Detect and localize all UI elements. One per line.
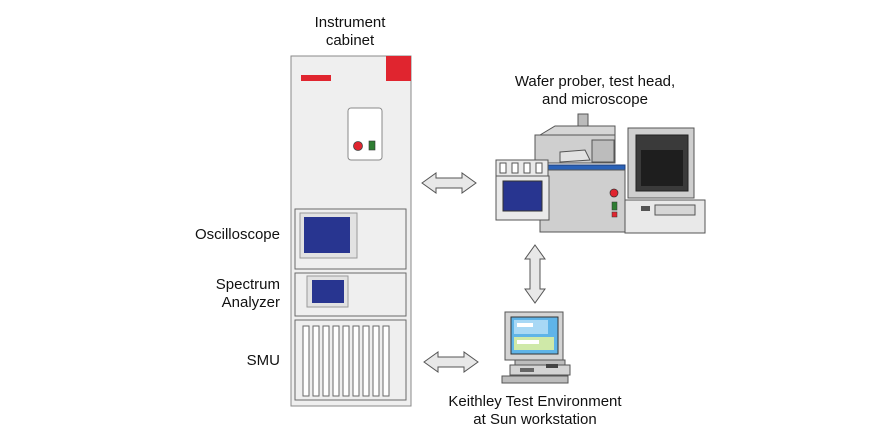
instrument-cabinet <box>290 55 412 407</box>
test-head-screen <box>502 180 543 212</box>
cabinet-workstation-arrow-icon <box>423 351 479 373</box>
spectrum-analyzer-unit <box>294 272 407 317</box>
oscilloscope-label: Oscilloscope <box>194 226 280 243</box>
prober-red-button-icon <box>609 188 619 198</box>
wafer-prober-assembly <box>495 113 706 234</box>
spectrum-screen <box>312 280 344 303</box>
keyboard-icon <box>501 375 569 384</box>
oscilloscope-screen <box>304 217 350 253</box>
workstation-line1: Keithley Test Environment <box>448 393 622 410</box>
cabinet-title: Instrument cabinet <box>290 14 410 50</box>
cabinet-prober-arrow-icon <box>421 172 477 194</box>
sun-workstation <box>501 311 571 384</box>
workstation-title: Keithley Test Environment at Sun worksta… <box>430 393 640 429</box>
cabinet-power-led-icon <box>353 141 363 151</box>
cabinet-title-line2: cabinet <box>325 32 375 49</box>
workstation-base <box>509 364 571 376</box>
wafer-title-line1: Wafer prober, test head, <box>514 73 676 90</box>
cabinet-red-corner <box>386 56 411 81</box>
smu-label: SMU <box>246 352 280 369</box>
cabinet-red-stripe <box>301 75 331 81</box>
oscilloscope-unit <box>294 208 407 270</box>
spectrum-analyzer-label: Spectrum Analyzer <box>170 276 280 312</box>
cabinet-switch-icon <box>368 140 376 151</box>
wafer-prober-title: Wafer prober, test head, and microscope <box>495 73 695 109</box>
smu-unit <box>294 319 407 401</box>
workstation-line2: at Sun workstation <box>473 411 597 428</box>
prober-body <box>539 169 626 233</box>
cabinet-title-line1: Instrument <box>314 14 386 31</box>
prober-workstation-arrow-icon <box>524 244 546 304</box>
spectrum-line2: Analyzer <box>221 294 280 311</box>
wafer-title-line2: and microscope <box>542 91 648 108</box>
cabinet-control-panel <box>347 107 383 161</box>
spectrum-line1: Spectrum <box>215 276 280 293</box>
